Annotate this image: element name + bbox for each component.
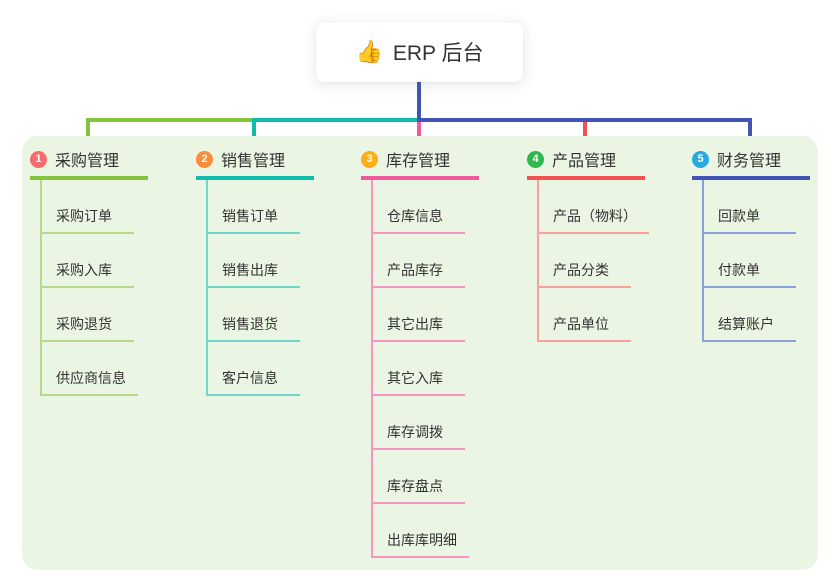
child-node[interactable]: 库存调拨 bbox=[373, 396, 465, 450]
child-node[interactable]: 客户信息 bbox=[208, 342, 300, 396]
branch-node[interactable]: 3 库存管理 bbox=[361, 146, 479, 180]
branch-label: 库存管理 bbox=[386, 153, 451, 170]
branch-label: 财务管理 bbox=[717, 153, 782, 170]
branch-children: 产品（物料）产品分类产品单位 bbox=[537, 180, 649, 342]
child-node[interactable]: 出库库明细 bbox=[373, 504, 469, 558]
branch-column: 4 产品管理 产品（物料）产品分类产品单位 bbox=[527, 146, 649, 342]
child-node[interactable]: 产品库存 bbox=[373, 234, 465, 288]
child-node[interactable]: 结算账户 bbox=[704, 288, 796, 342]
child-node[interactable]: 销售出库 bbox=[208, 234, 300, 288]
child-node[interactable]: 产品单位 bbox=[539, 288, 631, 342]
branch-children: 销售订单销售出库销售退货客户信息 bbox=[206, 180, 300, 396]
branch-children: 采购订单采购入库采购退货供应商信息 bbox=[40, 180, 138, 396]
branches-panel: 1 采购管理 采购订单采购入库采购退货供应商信息 2 销售管理 销售订单销售出库… bbox=[22, 136, 818, 570]
root-node[interactable]: 👍 ERP 后台 bbox=[316, 22, 523, 82]
child-node[interactable]: 付款单 bbox=[704, 234, 796, 288]
branch-number-badge: 5 bbox=[692, 150, 709, 168]
child-node[interactable]: 回款单 bbox=[704, 180, 796, 234]
thumbs-up-icon: 👍 bbox=[355, 39, 383, 64]
branch-label: 采购管理 bbox=[55, 153, 120, 170]
root-node-label: ERP 后台 bbox=[392, 42, 484, 65]
child-node[interactable]: 其它入库 bbox=[373, 342, 465, 396]
branch-label: 销售管理 bbox=[221, 153, 286, 170]
branch-node[interactable]: 2 销售管理 bbox=[196, 146, 314, 180]
child-node[interactable]: 仓库信息 bbox=[373, 180, 465, 234]
child-node[interactable]: 产品分类 bbox=[539, 234, 631, 288]
child-node[interactable]: 销售退货 bbox=[208, 288, 300, 342]
branch-label: 产品管理 bbox=[552, 153, 617, 170]
child-node[interactable]: 采购订单 bbox=[42, 180, 134, 234]
branch-number-badge: 1 bbox=[30, 150, 47, 168]
branch-node[interactable]: 4 产品管理 bbox=[527, 146, 645, 180]
branch-children: 回款单付款单结算账户 bbox=[702, 180, 796, 342]
branch-number-badge: 2 bbox=[196, 150, 213, 168]
branch-node[interactable]: 1 采购管理 bbox=[30, 146, 148, 180]
branch-column: 2 销售管理 销售订单销售出库销售退货客户信息 bbox=[196, 146, 314, 396]
branch-number-badge: 3 bbox=[361, 150, 378, 168]
branch-column: 5 财务管理 回款单付款单结算账户 bbox=[692, 146, 810, 342]
child-node[interactable]: 采购退货 bbox=[42, 288, 134, 342]
branch-number-badge: 4 bbox=[527, 150, 544, 168]
branch-column: 1 采购管理 采购订单采购入库采购退货供应商信息 bbox=[30, 146, 148, 396]
child-node[interactable]: 产品（物料） bbox=[539, 180, 649, 234]
child-node[interactable]: 销售订单 bbox=[208, 180, 300, 234]
child-node[interactable]: 采购入库 bbox=[42, 234, 134, 288]
branch-children: 仓库信息产品库存其它出库其它入库库存调拨库存盘点出库库明细 bbox=[371, 180, 469, 558]
child-node[interactable]: 供应商信息 bbox=[42, 342, 138, 396]
child-node[interactable]: 其它出库 bbox=[373, 288, 465, 342]
child-node[interactable]: 库存盘点 bbox=[373, 450, 465, 504]
branch-node[interactable]: 5 财务管理 bbox=[692, 146, 810, 180]
branch-column: 3 库存管理 仓库信息产品库存其它出库其它入库库存调拨库存盘点出库库明细 bbox=[361, 146, 479, 558]
